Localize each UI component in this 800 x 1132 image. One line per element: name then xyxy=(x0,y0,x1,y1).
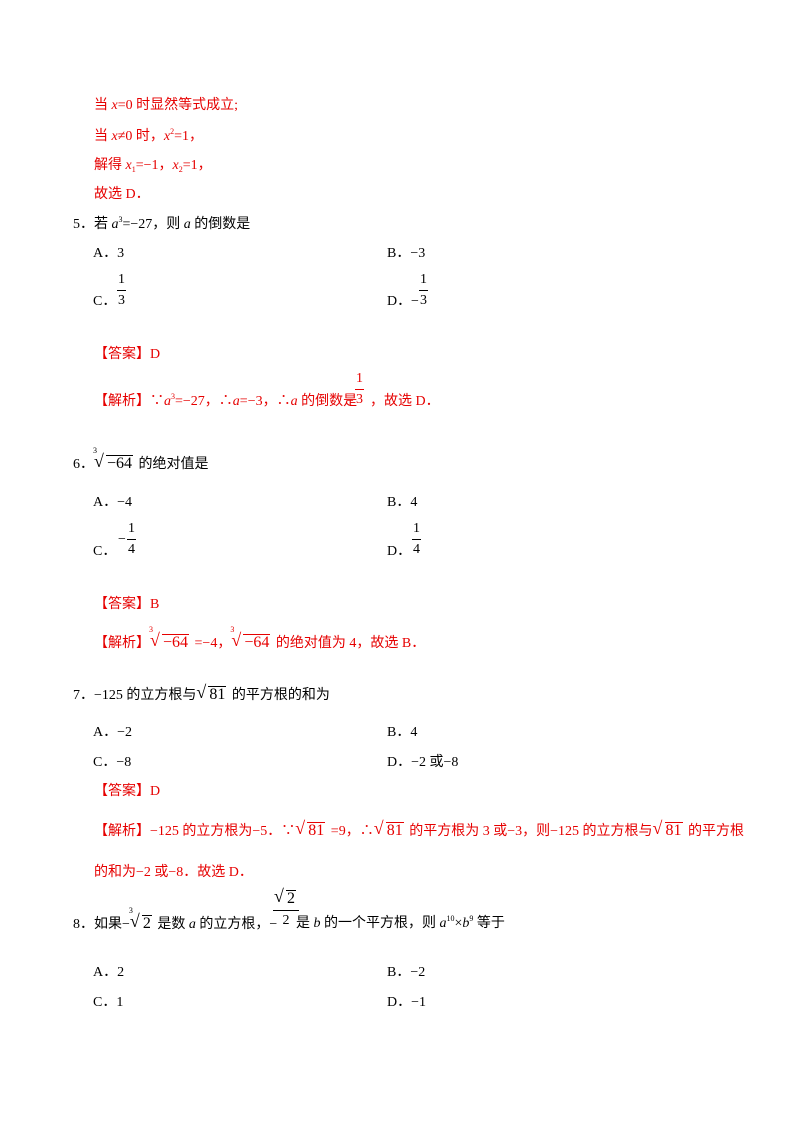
q7-option-a: A．−2 xyxy=(93,725,133,740)
q8-option-a: A．2 xyxy=(93,965,125,980)
q6-expl-cube-root-1: 3√−64 xyxy=(149,625,190,651)
q7-explanation-line-1: 【解析】−125 的立方根为−5．∵√81 =9，∴√81 的平方根为 3 或−… xyxy=(94,818,744,839)
q7-answer: 【答案】D xyxy=(94,784,161,799)
question-5-stem: 5．若 a3=−27，则 a 的倒数是 xyxy=(73,215,251,233)
q8-option-c: C．1 xyxy=(93,995,124,1010)
q6-option-b: B．4 xyxy=(387,495,418,510)
q7-option-b: B．4 xyxy=(387,725,418,740)
q5-option-d-label: D． xyxy=(387,294,412,309)
q6-option-d-label: D． xyxy=(387,544,412,559)
q5-option-a: A．3 xyxy=(93,246,125,261)
question-7-stem: 7．−125 的立方根与√81 的平方根的和为 xyxy=(73,682,330,703)
q5-explanation-tail: ，故选 D． xyxy=(370,394,440,409)
q7-square-root: √81 xyxy=(196,682,227,703)
q7-expl-root-3: √81 xyxy=(652,818,683,839)
q6-option-c-minus: − xyxy=(118,532,126,547)
solution-line-1: 当 x=0 时显然等式成立; xyxy=(94,98,239,113)
q8-option-b: B．−2 xyxy=(387,965,426,980)
q8-cube-root: 3√2 xyxy=(128,906,152,932)
q5-option-d-minus: − xyxy=(411,294,419,309)
question-6-stem: 6．3√−64 的绝对值是 xyxy=(73,446,209,473)
solution-line-2: 当 x≠0 时，x2=1， xyxy=(94,127,204,145)
solution-line-4: 故选 D． xyxy=(94,187,150,202)
q5-option-c-label: C． xyxy=(93,294,117,309)
q5-explanation: 【解析】∵a3=−27，∴a=−3，∴a 的倒数是 xyxy=(94,392,358,410)
question-8-stem-part-1: 8．如果−3√2 是数 a 的立方根，− xyxy=(73,906,278,933)
q7-explanation-line-2: 的和为−2 或−8．故选 D． xyxy=(94,865,253,880)
q6-answer: 【答案】B xyxy=(94,597,160,612)
q6-option-a: A．−4 xyxy=(93,495,133,510)
q7-option-c: C．−8 xyxy=(93,755,132,770)
q5-explanation-minus: − xyxy=(346,394,354,409)
q5-answer: 【答案】D xyxy=(94,347,161,362)
q7-expl-root-1: √81 xyxy=(295,818,326,839)
q7-option-d: D．−2 或−8 xyxy=(387,755,459,770)
q7-expl-root-2: √81 xyxy=(373,818,404,839)
question-8-stem-part-2: 是 b 的一个平方根，则 a10×b9 等于 xyxy=(296,914,505,932)
q5-option-b: B．−3 xyxy=(387,246,426,261)
q6-expl-cube-root-2: 3√−64 xyxy=(230,625,271,651)
q6-explanation: 【解析】3√−64 =−4，3√−64 的绝对值为 4，故选 B． xyxy=(94,625,426,652)
solution-line-3: 解得 x1=−1，x2=1， xyxy=(94,158,212,174)
q8-fraction-root: √2 xyxy=(274,886,296,907)
q6-option-c-label: C． xyxy=(93,544,117,559)
q8-option-d: D．−1 xyxy=(387,995,427,1010)
q6-cube-root: 3√−64 xyxy=(93,446,134,472)
